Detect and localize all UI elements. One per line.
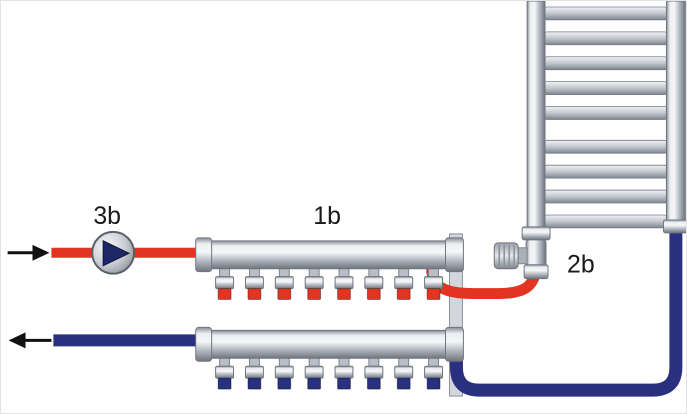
manifold-end-cap xyxy=(195,237,213,273)
label-supply-manifold: 1b xyxy=(313,202,341,230)
radiator-rung xyxy=(542,81,669,95)
outlet-cap xyxy=(247,288,262,301)
outlet-nut xyxy=(215,276,235,290)
manifold-end-cap xyxy=(195,326,213,362)
outlet-cap xyxy=(307,288,322,301)
outlet-cap xyxy=(307,377,322,390)
pump-direction-icon xyxy=(102,240,131,267)
outlet-nut xyxy=(244,365,264,379)
outlet-cap xyxy=(366,377,381,390)
circulation-pump xyxy=(91,230,136,275)
flow-out-arrow xyxy=(8,332,52,349)
outlet-nut xyxy=(334,276,354,290)
manifold-loop-outlet xyxy=(304,356,324,390)
outlet-nut xyxy=(215,365,235,379)
radiator-rung xyxy=(542,139,669,154)
manifold-loop-outlet xyxy=(244,267,264,301)
outlet-cap xyxy=(217,377,232,390)
outlet-nut xyxy=(274,365,294,379)
radiator-rung xyxy=(542,106,669,120)
radiator-rung xyxy=(542,6,669,21)
outlet-cap xyxy=(396,377,411,390)
manifold-loop-outlet xyxy=(364,356,384,390)
flow-out-arrow-head xyxy=(8,332,26,349)
pipe-coupling-nut xyxy=(521,226,551,241)
outlet-nut xyxy=(424,365,444,379)
outlet-nut xyxy=(424,276,444,290)
manifold-loop-outlet xyxy=(215,356,235,390)
radiator-rung xyxy=(542,189,669,204)
manifold-loop-outlet xyxy=(215,267,235,301)
outlet-nut xyxy=(364,365,384,379)
radiator-rungs xyxy=(542,6,669,229)
manifold-loop-outlet xyxy=(274,267,294,301)
towel-radiator xyxy=(526,1,686,239)
manifold-loop-outlet xyxy=(364,267,384,301)
manifold-loop-outlet xyxy=(334,267,354,301)
label-valve: 2b xyxy=(567,251,595,279)
flow-in-arrow xyxy=(7,244,50,261)
return-manifold-body xyxy=(205,329,461,359)
manifold-loop-outlet xyxy=(424,267,444,301)
supply-manifold-outlets xyxy=(215,267,444,301)
outlet-cap xyxy=(217,288,232,301)
valve-knob-body xyxy=(493,242,519,270)
return-pipe-from-radiator xyxy=(449,205,683,397)
outlet-cap xyxy=(277,377,292,390)
outlet-nut xyxy=(304,276,324,290)
manifold-loop-outlet xyxy=(244,356,264,390)
outlet-cap xyxy=(247,377,262,390)
outlet-nut xyxy=(244,276,264,290)
return-manifold xyxy=(195,326,464,390)
outlet-cap xyxy=(366,288,381,301)
outlet-nut xyxy=(364,276,384,290)
supply-manifold xyxy=(195,237,464,301)
manifold-loop-outlet xyxy=(304,267,324,301)
pipe-coupling-nut xyxy=(662,219,686,234)
outlet-nut xyxy=(394,276,414,290)
pipe-coupling-nut xyxy=(523,264,549,280)
valve-knob xyxy=(493,242,519,270)
radiator-rung xyxy=(542,31,669,46)
radiator-left-rail xyxy=(526,1,546,239)
outlet-cap xyxy=(277,288,292,301)
outlet-cap xyxy=(337,377,351,390)
outlet-cap xyxy=(426,288,441,301)
manifold-end-cap xyxy=(445,237,464,273)
valve-knob-ridges xyxy=(498,244,515,267)
radiator-right-rail xyxy=(665,1,686,229)
manifold-loop-outlet xyxy=(424,356,444,390)
radiator-rung xyxy=(542,164,669,179)
supply-manifold-body xyxy=(205,240,461,270)
outlet-nut xyxy=(304,365,324,379)
thermostatic-valve xyxy=(493,226,551,280)
manifold-loop-outlet xyxy=(334,356,354,390)
outlet-cap xyxy=(396,288,411,301)
outlet-cap xyxy=(337,288,351,301)
return-manifold-outlets xyxy=(215,356,444,390)
outlet-nut xyxy=(274,276,294,290)
outlet-cap xyxy=(426,377,441,390)
outlet-nut xyxy=(394,365,414,379)
manifold-end-cap xyxy=(445,326,464,362)
manifold-loop-outlet xyxy=(394,356,414,390)
manifold-loop-outlet xyxy=(274,356,294,390)
label-pump: 3b xyxy=(93,202,121,230)
radiator-rung xyxy=(542,214,669,229)
flow-in-arrow-head xyxy=(32,244,50,261)
outlet-nut xyxy=(334,365,354,379)
radiator-rung xyxy=(542,56,669,71)
manifold-loop-outlet xyxy=(394,267,414,301)
